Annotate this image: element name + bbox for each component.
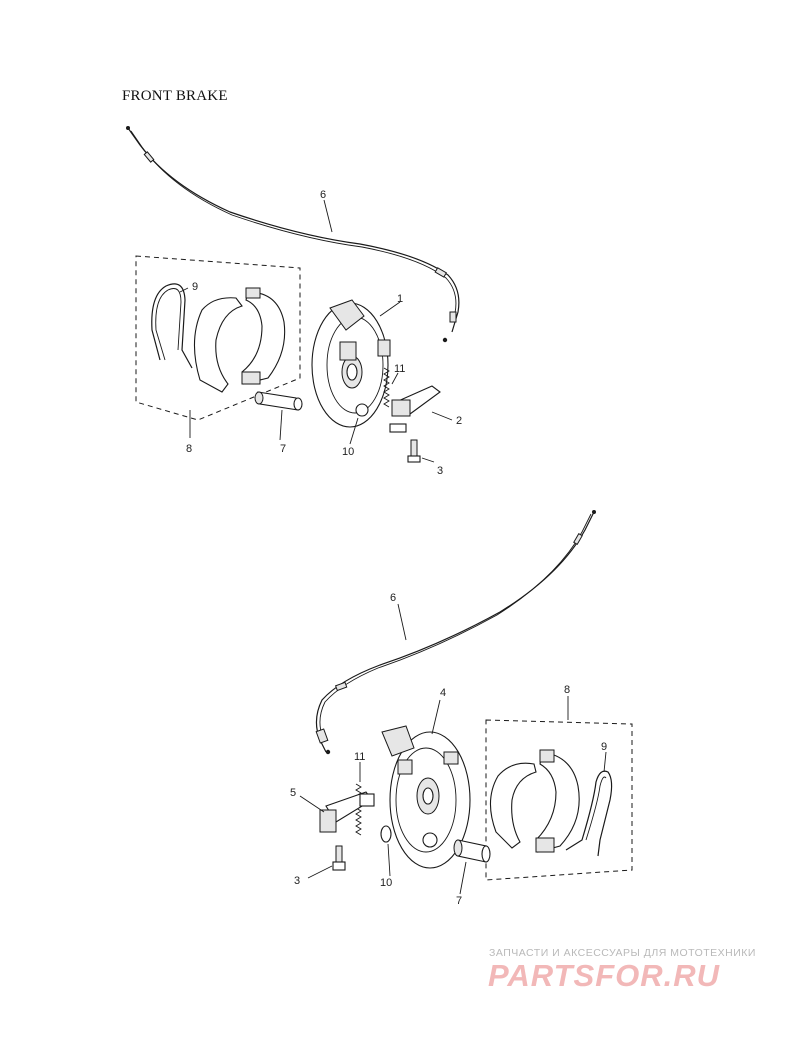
callout-bottom-5: 5 [290,787,296,799]
callout-top-10: 10 [342,446,354,458]
callout-bottom-9: 9 [601,741,607,753]
top-spring [383,367,390,408]
callout-top-3: 3 [437,465,443,477]
callout-bottom-10: 10 [380,877,392,889]
bottom-leader-lines [299,603,607,895]
watermark-tagline: ЗАПЧАСТИ И АКСЕССУАРЫ ДЛЯ МОТОТЕХНИКИ [489,947,756,959]
top-assembly: 1 2 3 6 7 8 9 10 11 [126,126,462,477]
top-bolt [407,439,421,463]
callout-top-2: 2 [456,415,462,427]
bottom-anchor-pin [453,839,491,863]
bottom-brake-shoes [489,749,580,853]
callout-bottom-8: 8 [564,684,570,696]
bottom-assembly: 3 4 5 6 7 8 9 10 11 [290,510,633,907]
top-leader-lines [179,199,453,463]
diagram-title: FRONT BRAKE [122,88,228,104]
bottom-washer [380,825,392,843]
callout-bottom-3: 3 [294,875,300,887]
bottom-brake-cable [315,510,596,755]
top-brake-cable [126,126,460,343]
callout-top-1: 1 [397,293,403,305]
top-brake-panel [311,299,391,428]
callout-bottom-7: 7 [456,895,462,907]
callout-top-9: 9 [192,281,198,293]
bottom-spring [355,783,362,836]
bottom-bolt [332,845,346,871]
callout-bottom-11: 11 [354,751,365,763]
callout-top-11: 11 [394,363,405,375]
top-brake-shoes [193,287,286,393]
callout-bottom-6: 6 [390,592,396,604]
callout-top-7: 7 [280,443,286,455]
bottom-return-spring [565,770,613,857]
bottom-shoe-kit-box [485,719,633,881]
bottom-callouts: 3 4 5 6 7 8 9 10 11 [290,592,607,907]
callout-top-8: 8 [186,443,192,455]
top-shoe-kit-box [135,255,301,421]
watermark-logo: PARTSFOR.RU [488,958,721,993]
bottom-brake-panel [381,725,471,869]
top-callouts: 1 2 3 6 7 8 9 10 11 [186,189,462,477]
bottom-cam-lever [319,791,375,833]
callout-bottom-4: 4 [440,687,446,699]
top-anchor-pin [254,391,303,411]
top-cam-lever [389,385,441,433]
top-return-spring [151,283,193,369]
callout-top-6: 6 [320,189,326,201]
